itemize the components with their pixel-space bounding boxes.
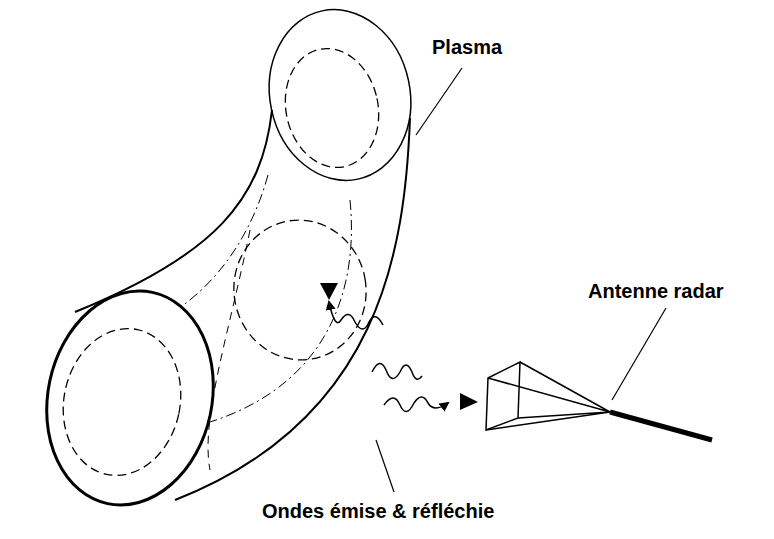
callout-label: Ondes émise & réfléchie <box>262 500 494 522</box>
wave <box>329 302 448 412</box>
callout-label: Plasma <box>432 36 502 58</box>
arrow-head <box>320 283 338 300</box>
arrow-head <box>460 393 478 410</box>
horn-antenna <box>486 362 712 440</box>
torus-segment <box>27 0 426 521</box>
callout-label: Antenne radar <box>588 280 724 302</box>
